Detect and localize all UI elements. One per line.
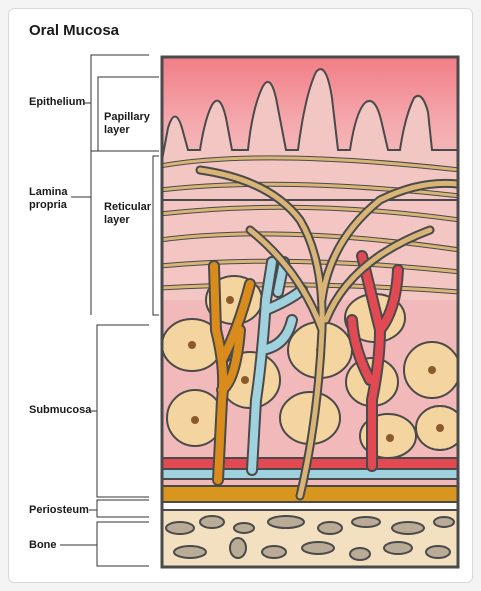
- label-epithelium: Epithelium: [29, 96, 86, 108]
- label-periosteum: Periosteum: [29, 504, 89, 516]
- epithelial-papillae: [162, 68, 458, 201]
- label-lamina-line2: propria: [29, 199, 67, 211]
- collagen-trunk: [195, 165, 458, 501]
- label-lamina-line1: Lamina: [29, 186, 68, 198]
- label-brackets: [60, 54, 159, 567]
- label-lamina-propria: Lamina propria: [29, 186, 68, 212]
- periosteum-layer: [162, 485, 458, 503]
- bone-trabeculae: [165, 515, 455, 561]
- label-bone: Bone: [29, 539, 57, 551]
- label-reticular-line1: Reticular: [104, 201, 152, 213]
- label-papillary-line1: Papillary: [104, 111, 150, 123]
- diagram-title: Oral Mucosa: [29, 22, 120, 39]
- label-reticular-line2: layer: [104, 214, 130, 226]
- label-papillary-line2: layer: [104, 124, 130, 136]
- label-reticular-layer: Reticular layer: [104, 201, 151, 227]
- label-submucosa: Submucosa: [29, 404, 92, 416]
- label-papillary-layer: Papillary layer: [104, 111, 150, 137]
- tissue-frame: [160, 55, 460, 569]
